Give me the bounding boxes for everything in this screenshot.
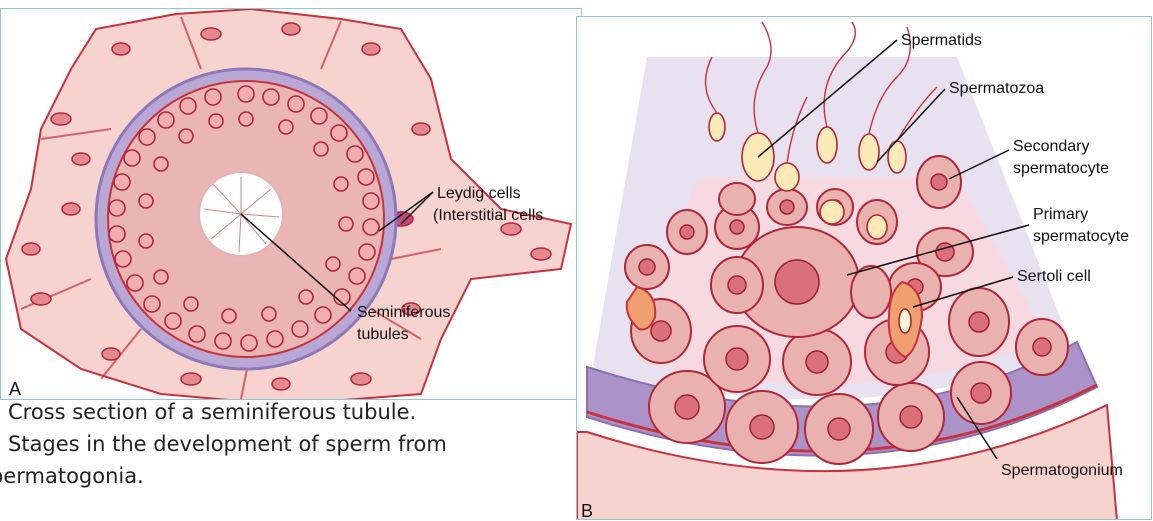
label-spermatozoa: Spermatozoa [949,80,1044,97]
cross-section-illustration: Leydig cells (Interstitial cells Seminif… [1,9,582,400]
label-primary-line1: Primary [1033,206,1088,223]
label-spermatids: Spermatids [901,32,982,49]
label-leydig-line1: Leydig cells [437,185,521,202]
label-sertoli: Sertoli cell [1017,268,1091,285]
panel-b-sperm-development: Spermatids Spermatozoa Secondary spermat… [576,16,1152,520]
figure-caption: Cross section of a seminiferous tubule. … [0,396,575,492]
caption-line-1: Cross section of a seminiferous tubule. [0,396,575,428]
label-spermatogonium: Spermatogonium [1001,462,1123,479]
caption-line-2: Stages in the development of sperm from [0,428,575,460]
panel-a-cross-section: Leydig cells (Interstitial cells Seminif… [0,8,582,400]
label-secondary-line2: spermatocyte [1013,160,1109,177]
label-seminiferous-line2: tubules [357,326,409,343]
label-secondary-line1: Secondary [1013,138,1090,155]
panel-b-letter: B [581,501,593,520]
caption-line-3: permatogonia. [0,460,575,492]
label-primary-line2: spermatocyte [1033,228,1129,245]
sperm-development-illustration: Spermatids Spermatozoa Secondary spermat… [577,17,1152,520]
label-seminiferous-line1: Seminiferous [357,304,450,321]
label-leydig-line2: (Interstitial cells [433,207,543,224]
